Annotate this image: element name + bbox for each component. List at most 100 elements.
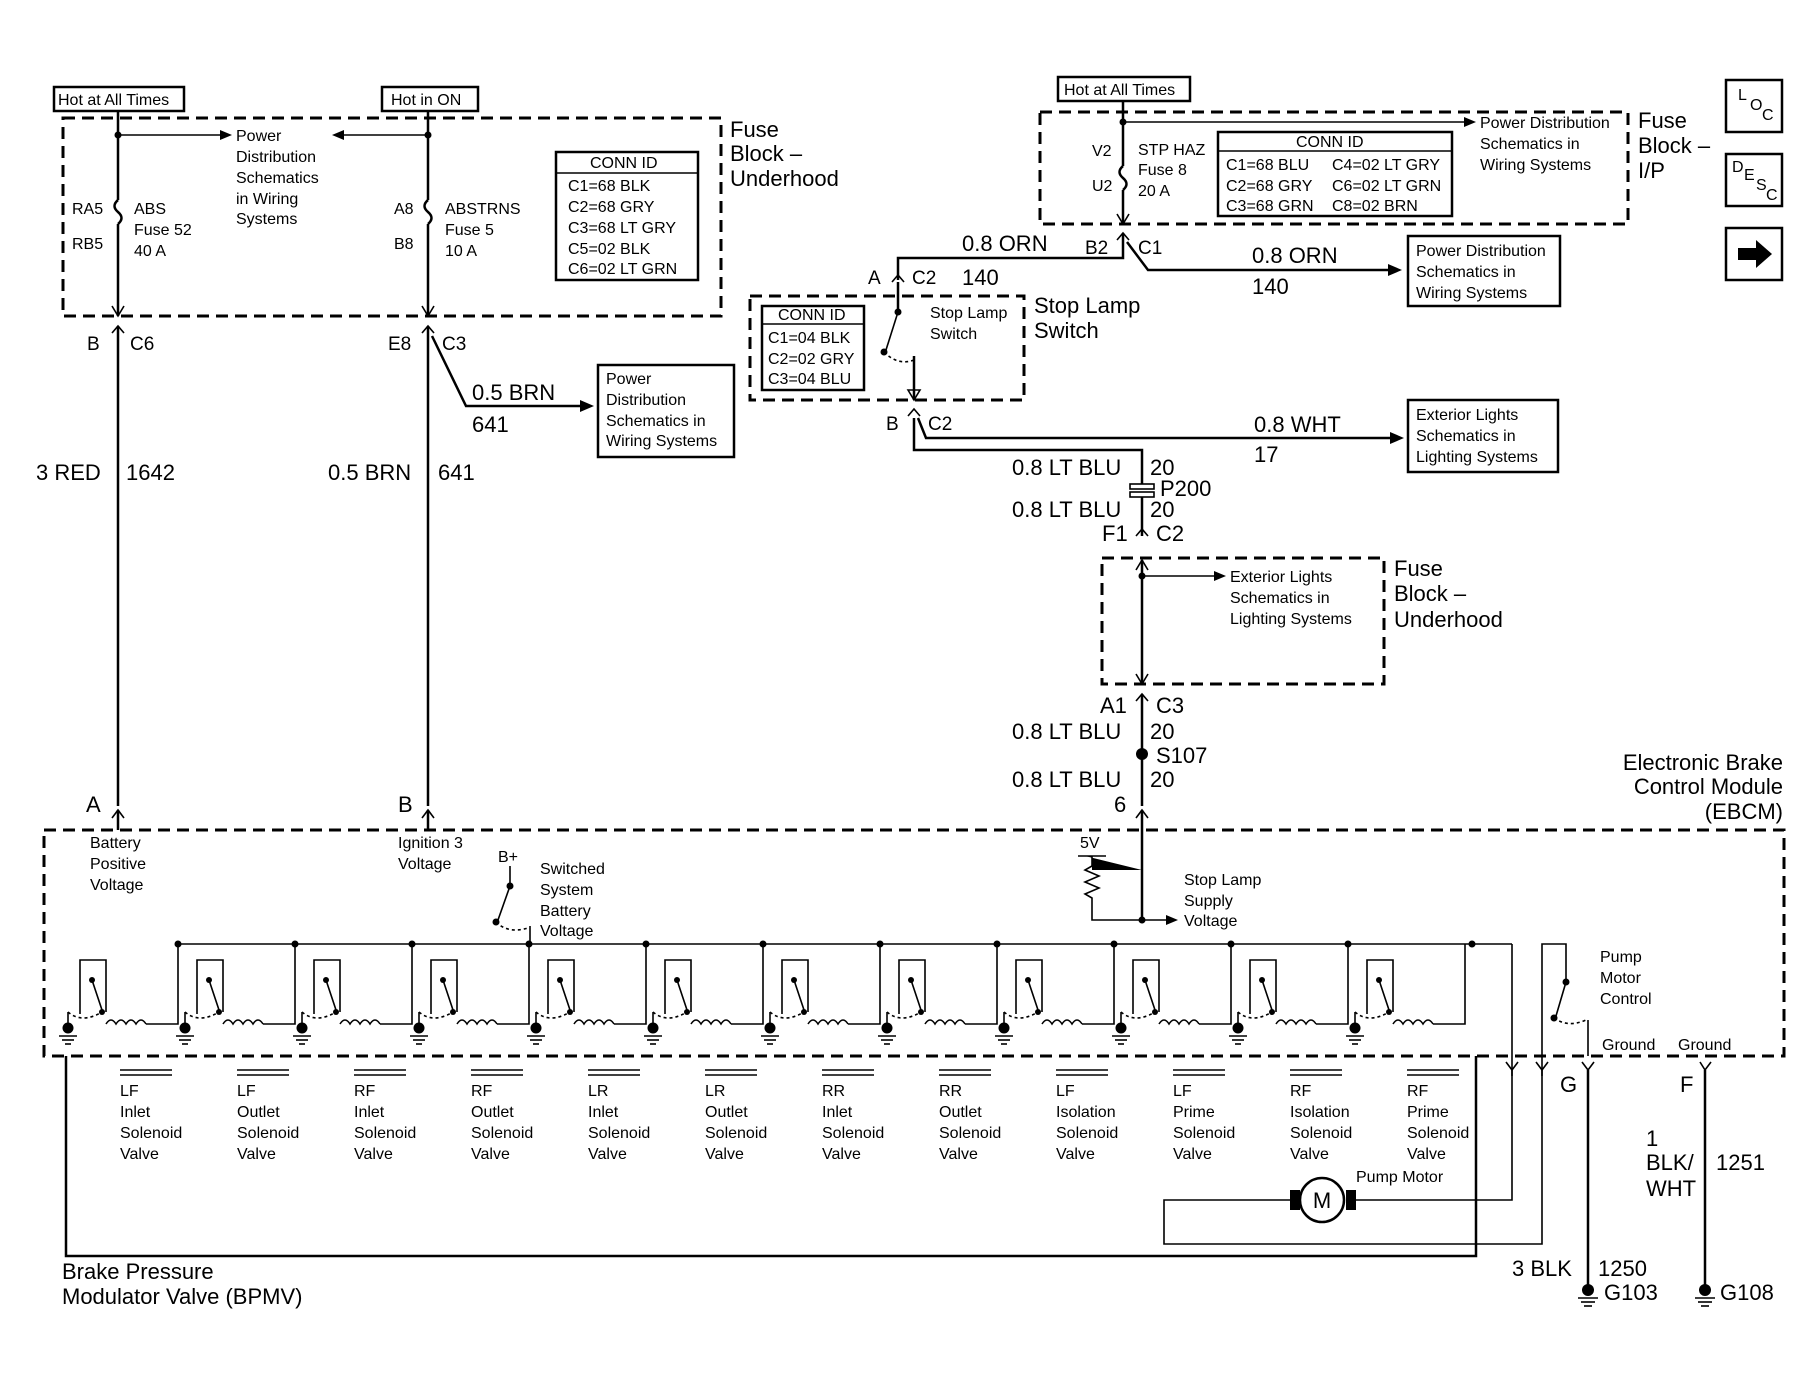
- svg-text:Solenoid: Solenoid: [822, 1125, 884, 1142]
- svg-text:Outlet: Outlet: [237, 1104, 280, 1121]
- solenoid-coil-icon: [1392, 1019, 1434, 1026]
- svg-text:Ground: Ground: [1602, 1037, 1655, 1054]
- solenoid-coil-icon: [807, 1019, 849, 1026]
- svg-text:Solenoid: Solenoid: [705, 1125, 767, 1142]
- svg-text:Switch: Switch: [1034, 318, 1099, 343]
- svg-text:RF: RF: [1407, 1083, 1429, 1100]
- svg-text:Lighting Systems: Lighting Systems: [1416, 449, 1538, 466]
- solenoid-coil-icon: [1041, 1019, 1083, 1026]
- svg-text:Control Module: Control Module: [1634, 774, 1783, 799]
- svg-text:Hot at All Times: Hot at All Times: [1064, 82, 1175, 99]
- svg-text:Schematics in: Schematics in: [1480, 136, 1580, 153]
- loc-button[interactable]: L O C: [1724, 78, 1784, 134]
- solenoid-coil-icon: [1275, 1019, 1317, 1026]
- svg-text:C2: C2: [1156, 521, 1184, 546]
- splice-s107: [1136, 748, 1148, 760]
- svg-text:Systems: Systems: [236, 211, 297, 228]
- svg-text:Stop Lamp: Stop Lamp: [1034, 293, 1140, 318]
- svg-text:Solenoid: Solenoid: [471, 1125, 533, 1142]
- svg-text:Battery: Battery: [540, 903, 591, 920]
- svg-text:C1=68 BLK: C1=68 BLK: [568, 178, 651, 195]
- svg-text:WHT: WHT: [1646, 1176, 1696, 1201]
- svg-text:C3=68 LT GRY: C3=68 LT GRY: [568, 220, 676, 237]
- svg-text:Solenoid: Solenoid: [354, 1125, 416, 1142]
- svg-text:Outlet: Outlet: [471, 1104, 514, 1121]
- svg-text:A8: A8: [394, 201, 414, 218]
- svg-text:Fuse: Fuse: [730, 117, 779, 142]
- svg-text:C3=04 BLU: C3=04 BLU: [768, 371, 851, 388]
- svg-text:A: A: [868, 268, 881, 289]
- svg-text:0.8 WHT: 0.8 WHT: [1254, 412, 1341, 437]
- solenoid-driver-9: [993, 940, 1115, 1045]
- svg-text:C2: C2: [928, 414, 952, 435]
- svg-text:D: D: [1732, 159, 1744, 176]
- svg-text:641: 641: [472, 412, 509, 437]
- svg-text:LF: LF: [1056, 1083, 1075, 1100]
- abs-fuse-symbol: [113, 199, 123, 225]
- stop-lamp-switch: A C2 Stop Lamp Switch CONN ID C1=04 BLK …: [748, 268, 1140, 402]
- svg-text:C2=68 GRY: C2=68 GRY: [568, 199, 655, 216]
- svg-text:BLK/: BLK/: [1646, 1150, 1695, 1175]
- svg-text:RR: RR: [939, 1083, 962, 1100]
- desc-button[interactable]: D E S C: [1724, 152, 1784, 208]
- svg-text:Valve: Valve: [1290, 1146, 1329, 1163]
- svg-text:Pump: Pump: [1600, 949, 1642, 966]
- svg-text:Block –: Block –: [1638, 133, 1711, 158]
- p200-label: P200: [1160, 476, 1211, 501]
- svg-text:Solenoid: Solenoid: [1173, 1125, 1235, 1142]
- svg-text:Battery: Battery: [90, 835, 141, 852]
- svg-text:Distribution: Distribution: [606, 392, 686, 409]
- ground-g103-symbol: [1578, 1284, 1598, 1307]
- solenoid-coil-icon: [690, 1019, 732, 1026]
- svg-text:LF: LF: [120, 1083, 139, 1100]
- svg-text:STP HAZ: STP HAZ: [1138, 142, 1206, 159]
- svg-text:1251: 1251: [1716, 1150, 1765, 1175]
- svg-text:20: 20: [1150, 455, 1174, 480]
- pd-box-mid: Power Distribution Schematics in Wiring …: [596, 363, 736, 459]
- svg-text:Valve: Valve: [1173, 1146, 1212, 1163]
- solenoid-driver-3: [291, 940, 413, 1045]
- svg-text:Exterior Lights: Exterior Lights: [1416, 407, 1518, 424]
- svg-text:5V: 5V: [1080, 835, 1100, 852]
- svg-text:Ignition 3: Ignition 3: [398, 835, 463, 852]
- svg-text:C8=02 BRN: C8=02 BRN: [1332, 198, 1418, 215]
- svg-text:System: System: [540, 882, 593, 899]
- svg-text:Solenoid: Solenoid: [120, 1125, 182, 1142]
- svg-text:CONN ID: CONN ID: [1296, 134, 1364, 151]
- svg-text:Supply: Supply: [1184, 893, 1233, 910]
- svg-text:B+: B+: [498, 849, 518, 866]
- svg-text:0.5 BRN: 0.5 BRN: [328, 460, 411, 485]
- svg-text:G: G: [1560, 1072, 1577, 1097]
- svg-text:Solenoid: Solenoid: [237, 1125, 299, 1142]
- svg-text:Inlet: Inlet: [354, 1104, 385, 1121]
- svg-text:(EBCM): (EBCM): [1705, 799, 1783, 824]
- svg-text:I/P: I/P: [1638, 158, 1665, 183]
- svg-text:Distribution: Distribution: [236, 149, 316, 166]
- svg-text:Schematics: Schematics: [236, 170, 319, 187]
- svg-text:Power Distribution: Power Distribution: [1416, 243, 1546, 260]
- connector-b-c6: B: [87, 334, 100, 355]
- svg-text:Outlet: Outlet: [939, 1104, 982, 1121]
- svg-text:Positive: Positive: [90, 856, 146, 873]
- svg-text:Inlet: Inlet: [822, 1104, 853, 1121]
- svg-text:LF: LF: [237, 1083, 256, 1100]
- svg-text:Electronic Brake: Electronic Brake: [1623, 750, 1783, 775]
- svg-text:0.8 LT BLU: 0.8 LT BLU: [1012, 767, 1121, 792]
- svg-text:Power Distribution: Power Distribution: [1480, 115, 1610, 132]
- solenoid-driver-2: [174, 940, 296, 1045]
- fuse-block-ip: Hot at All Times Fuse Block – I/P V2 U2 …: [1038, 75, 1711, 226]
- svg-text:E: E: [1744, 167, 1755, 184]
- svg-text:C3=68 GRN: C3=68 GRN: [1226, 198, 1314, 215]
- connector-c3: C3: [442, 334, 466, 355]
- svg-text:U2: U2: [1092, 178, 1113, 195]
- conn-id-table-ip: CONN ID C1=68 BLU C2=68 GRY C3=68 GRN C4…: [1216, 130, 1454, 218]
- stop-lamp-switch-boundary: [748, 294, 1026, 402]
- solenoid-driver-12: [1344, 940, 1466, 1045]
- conn-id-table-switch: CONN ID C1=04 BLK C2=02 GRY C3=04 BLU: [760, 304, 866, 392]
- next-page-button[interactable]: [1724, 226, 1784, 282]
